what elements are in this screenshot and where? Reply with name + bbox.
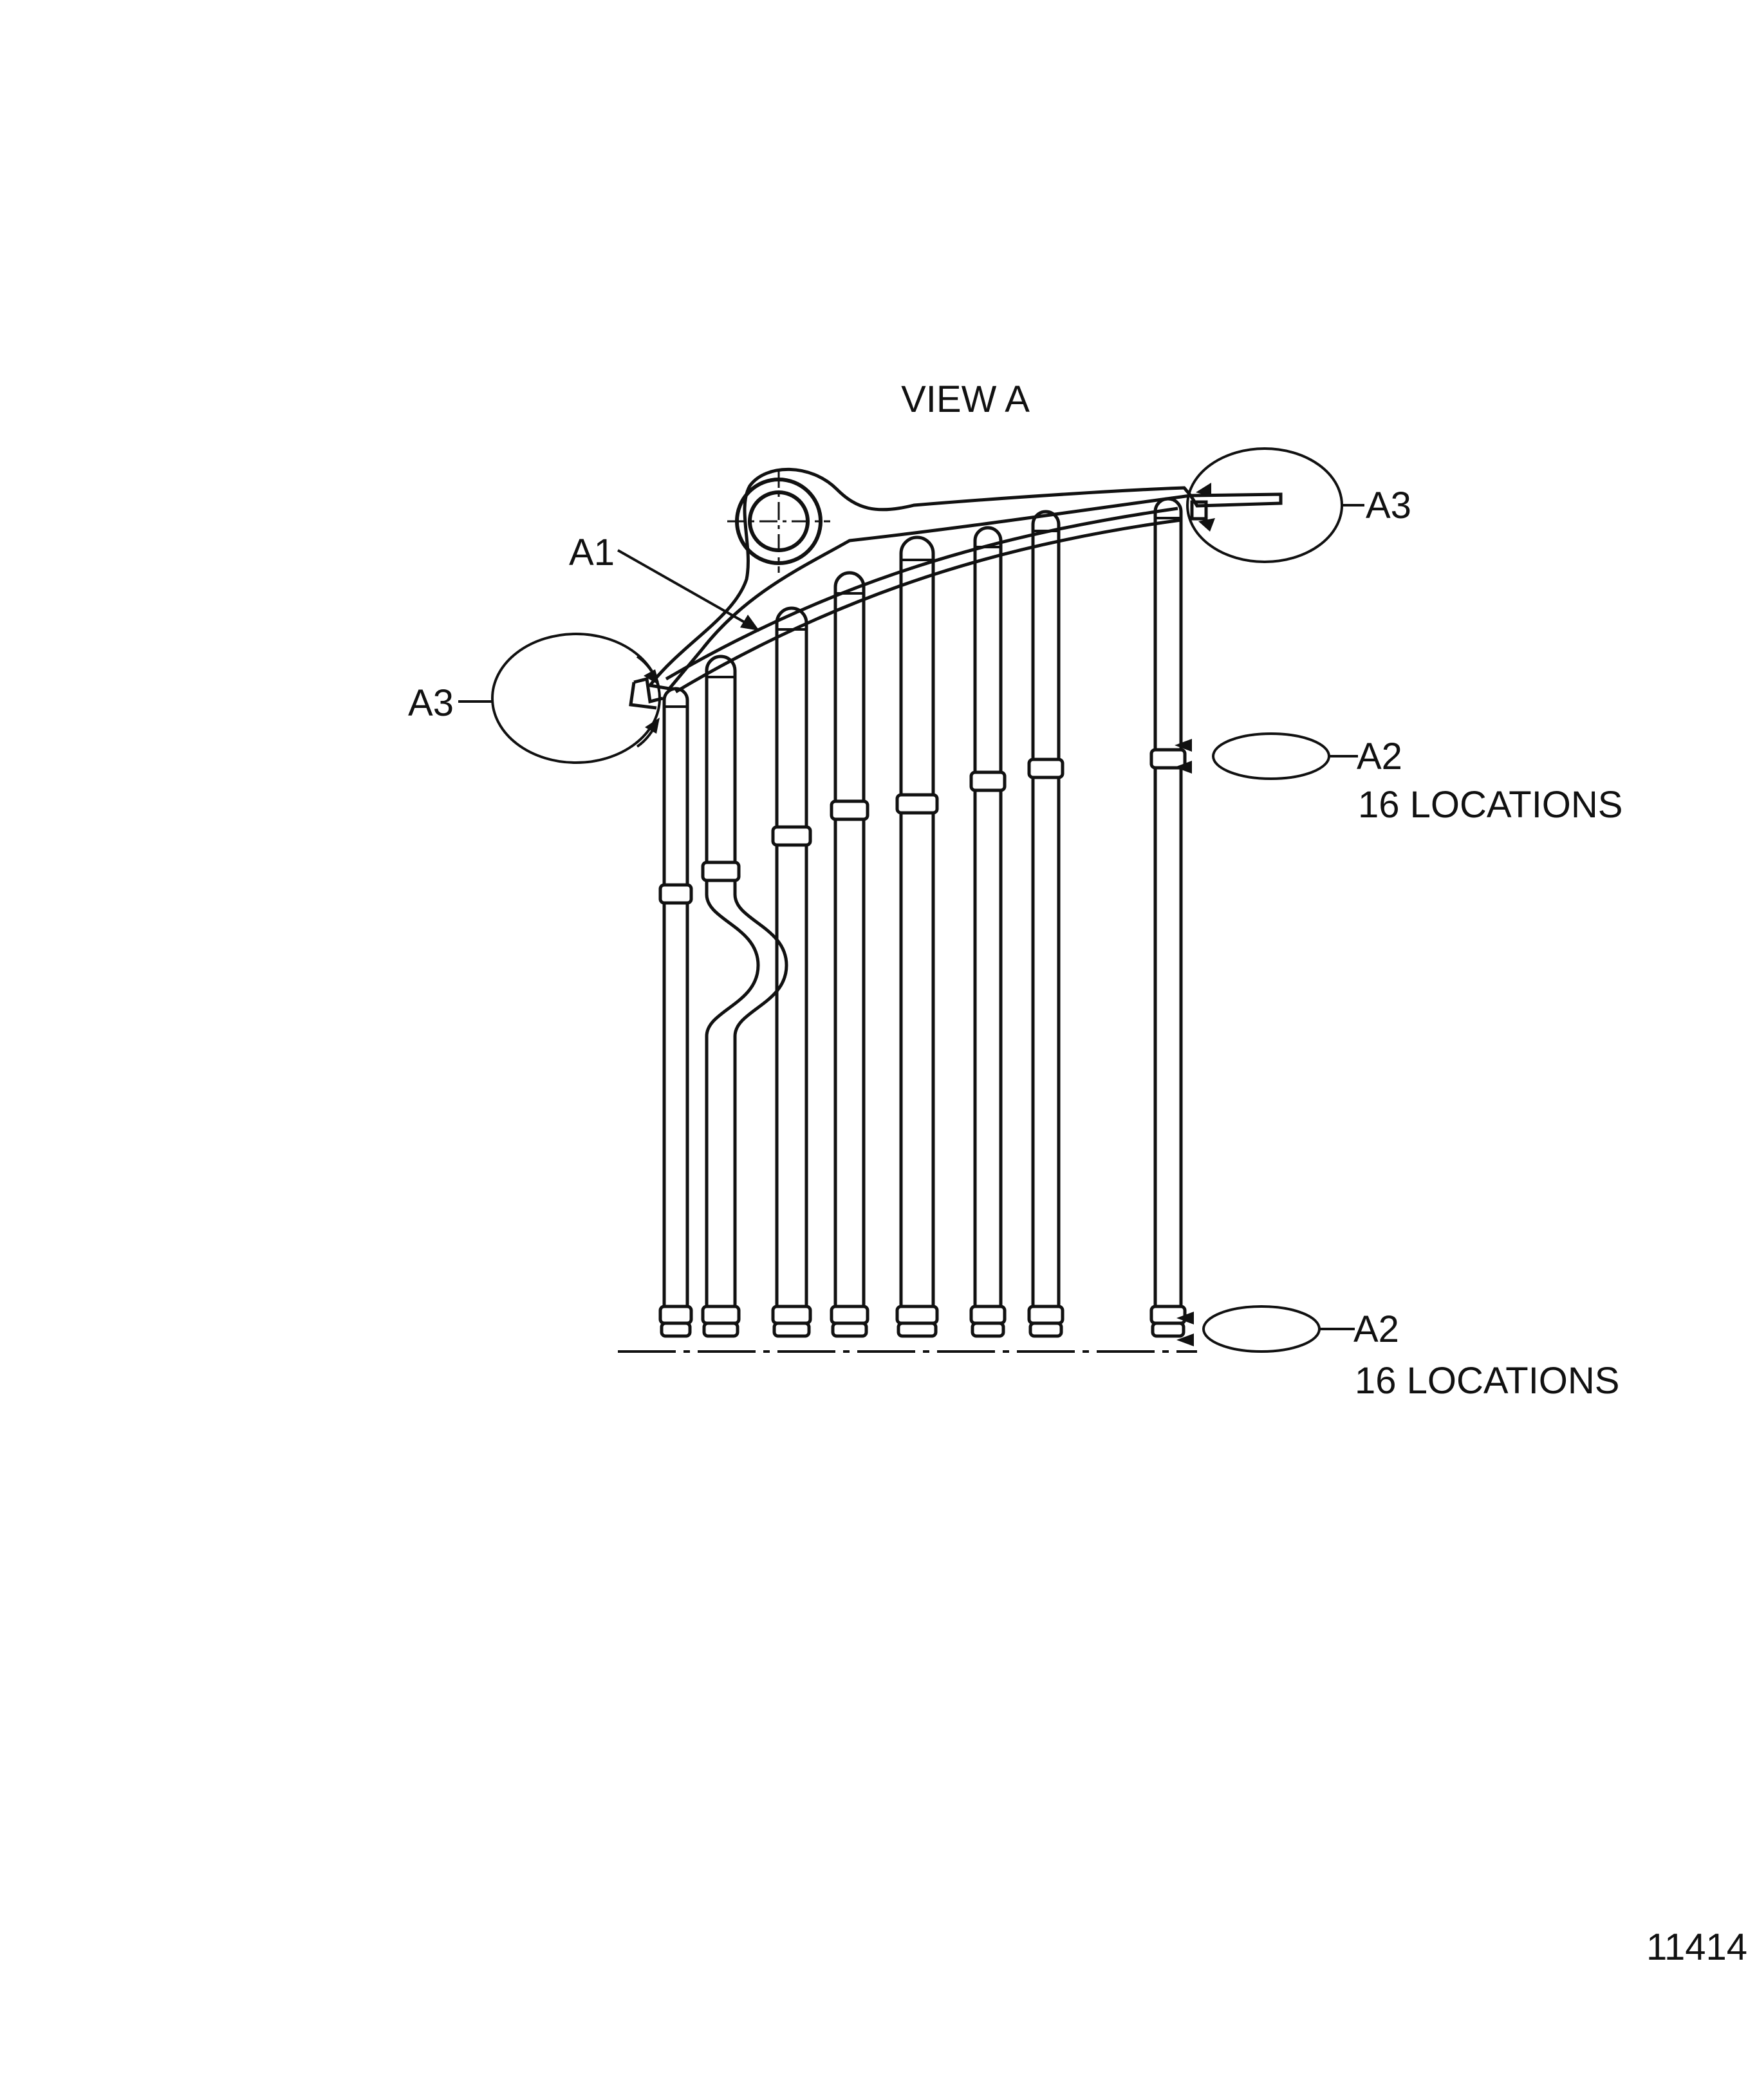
- callout-a2-lower-note: 16 LOCATIONS: [1355, 1360, 1620, 1402]
- right-tab: [1187, 492, 1283, 508]
- a1-leader: [617, 549, 760, 632]
- tube-4-upper-band: [830, 799, 869, 821]
- tube-6-upper-band: [969, 770, 1007, 792]
- left-clip: [629, 676, 664, 710]
- a3-left-arrowhead-top: [644, 669, 660, 685]
- tube-5-cap: [899, 535, 935, 554]
- view-title: VIEW A: [901, 378, 1030, 420]
- tube-7-upper-band: [1027, 757, 1064, 779]
- tube-8-upper-band: [1149, 748, 1187, 770]
- tube-6-cap: [973, 526, 1003, 541]
- callout-a2-lower: A2: [1353, 1308, 1399, 1350]
- tube-4-cap: [833, 571, 866, 588]
- tube-5-lower-band: [895, 1305, 939, 1325]
- tube-6-end: [971, 1321, 1005, 1338]
- a2-upper-ellipse: [1212, 732, 1330, 780]
- a3-left-arrowhead-bottom: [645, 718, 660, 734]
- a3-left-ellipse: [491, 633, 661, 764]
- tube-group: [658, 497, 1187, 1338]
- tube-7-end: [1028, 1321, 1063, 1338]
- callout-a3-left: A3: [408, 682, 454, 724]
- tube-1-cap: [662, 687, 689, 701]
- tube-5-upper-band: [895, 793, 939, 815]
- tube-2-body: [705, 671, 788, 1310]
- tube-1-upper-band: [658, 883, 693, 905]
- a3-right-arrowhead-top: [1196, 483, 1211, 497]
- tube-1-lower-band: [658, 1305, 693, 1325]
- tube-2-upper-band: [701, 860, 741, 882]
- tube-7-cap: [1031, 510, 1061, 525]
- tube-3-cap: [775, 606, 808, 624]
- a2-lower-ellipse: [1202, 1305, 1321, 1353]
- tube-8-cap: [1153, 497, 1183, 512]
- tube-6-lower-band: [969, 1305, 1007, 1325]
- header-rail-outer: [665, 506, 1178, 681]
- a1-arrowhead: [740, 615, 759, 631]
- callout-a3-right: A3: [1366, 485, 1411, 526]
- tube-2-cap: [705, 655, 737, 671]
- a2-upper-arrowhead-top: [1175, 739, 1192, 752]
- tube-2-lower-band: [701, 1305, 741, 1325]
- a2-upper-arrowhead-bottom: [1175, 761, 1192, 774]
- tube-5-end: [897, 1321, 938, 1338]
- callout-a2-upper-note: 16 LOCATIONS: [1358, 784, 1623, 826]
- header-rail-inner: [674, 518, 1182, 694]
- callout-a2-upper: A2: [1357, 736, 1402, 777]
- tube-8-lower-band: [1149, 1305, 1187, 1325]
- a2-lower-arrowhead-top: [1176, 1312, 1194, 1324]
- tube-2-end: [702, 1321, 739, 1338]
- tube-3-lower-band: [771, 1305, 812, 1325]
- figure-number: 11414: [1646, 1926, 1747, 1968]
- tube-4-lower-band: [830, 1305, 869, 1325]
- tube-1-end: [660, 1321, 692, 1338]
- a2-lower-arrowhead-bottom: [1176, 1333, 1194, 1346]
- callout-a1: A1: [569, 532, 615, 573]
- tube-3-upper-band: [771, 825, 812, 847]
- tube-7-lower-band: [1027, 1305, 1064, 1325]
- tube-4-end: [831, 1321, 868, 1338]
- tube-3-end: [772, 1321, 811, 1338]
- right-clip: [1190, 500, 1208, 521]
- a3-right-arrowhead-bottom: [1198, 518, 1215, 532]
- tube-8-end: [1151, 1321, 1185, 1338]
